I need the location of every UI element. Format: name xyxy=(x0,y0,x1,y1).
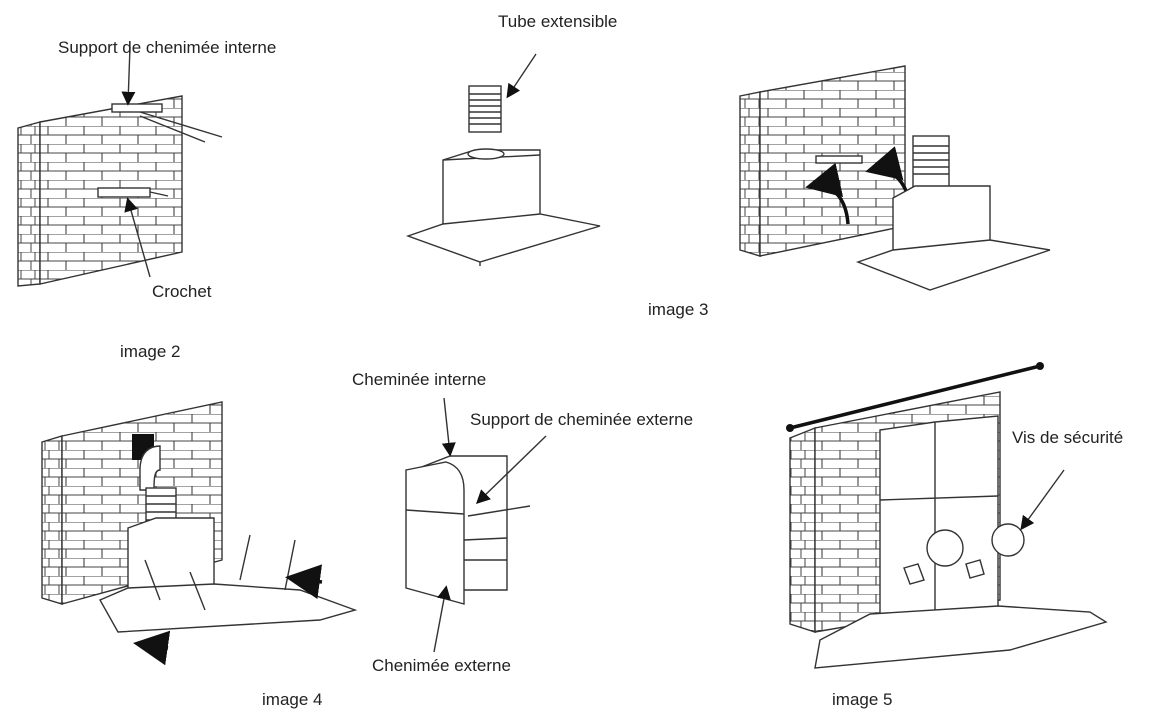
security-screw-2 xyxy=(991,523,1025,557)
label-support-cheminee-externe: Support de cheminée externe xyxy=(470,410,694,429)
chimney-covers-drawing xyxy=(405,397,547,653)
wall-side-2 xyxy=(17,121,41,287)
security-screw-1 xyxy=(926,529,964,567)
caption-image-2: image 2 xyxy=(120,342,181,361)
full-chimney xyxy=(879,415,999,615)
hook-bracket-2 xyxy=(97,187,151,198)
wall-side-3 xyxy=(739,91,761,257)
image2-drawing xyxy=(17,46,223,287)
image3-drawing xyxy=(739,65,1051,291)
label-tube-extensible: Tube extensible xyxy=(498,12,618,31)
label-cheminee-interne: Cheminée interne xyxy=(352,370,487,389)
caption-image-4: image 4 xyxy=(262,690,323,709)
elbow-duct xyxy=(139,445,161,491)
caption-image-5: image 5 xyxy=(832,690,893,709)
top-bracket-2 xyxy=(111,103,163,113)
label-crochet: Crochet xyxy=(152,282,212,301)
hood-tube-drawing xyxy=(405,53,601,266)
rotate-arrow-left xyxy=(805,162,850,225)
hood-canopy xyxy=(405,213,601,263)
label-chenimee-externe: Chenimée externe xyxy=(372,656,511,675)
flex-tube xyxy=(468,85,502,133)
image5-drawing xyxy=(786,362,1108,669)
label-vis-de-securite: Vis de sécurité xyxy=(1012,428,1124,447)
caption-image-3: image 3 xyxy=(648,300,709,319)
label-support-cheminee-interne: Support de chenimée interne xyxy=(58,38,277,57)
image4-drawing xyxy=(41,401,358,666)
